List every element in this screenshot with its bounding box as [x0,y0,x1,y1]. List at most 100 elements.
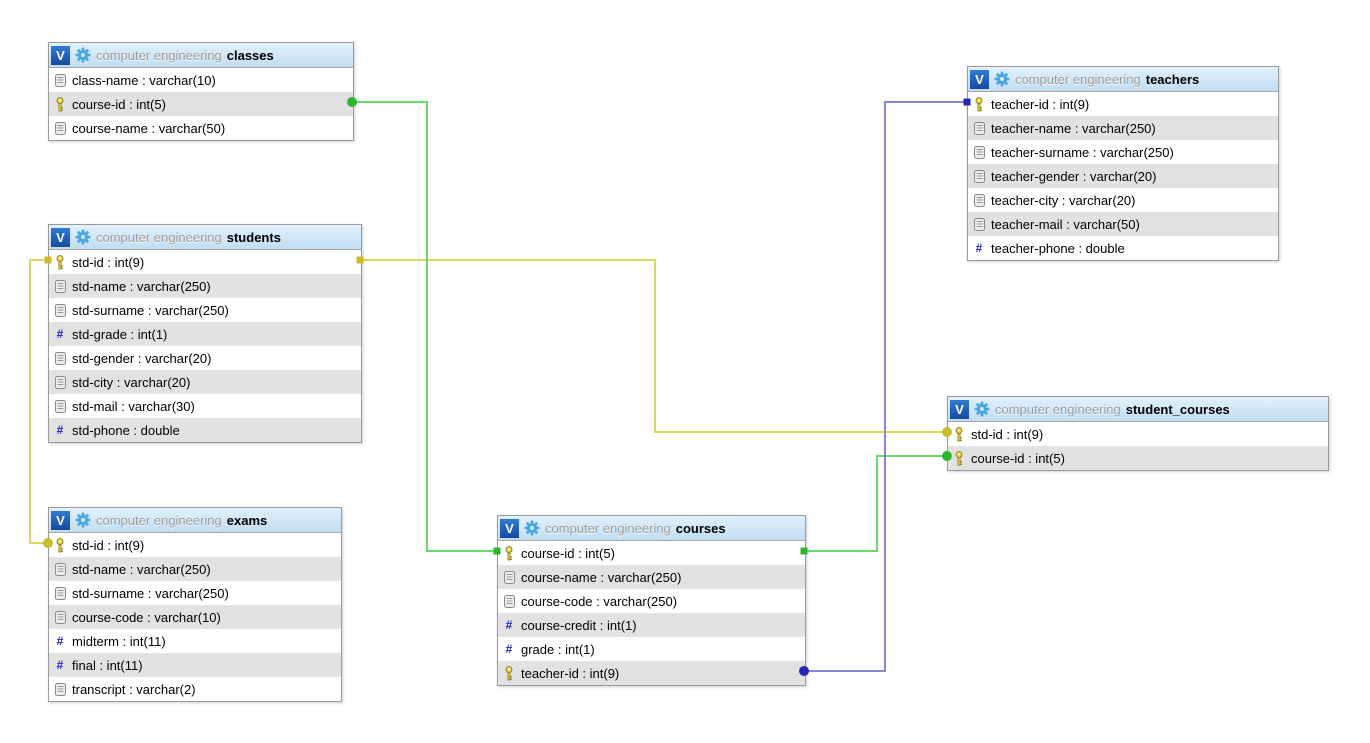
column-row[interactable]: teacher-name : varchar(250) [968,116,1278,140]
table-name: teachers [1145,71,1200,87]
text-icon [503,594,515,608]
column-row[interactable]: teacher-id : int(9) [968,92,1278,116]
schema-label: computer engineering [545,520,671,536]
text-icon [54,610,66,624]
column-row[interactable]: std-id : int(9) [49,250,361,274]
column-row[interactable]: teacher-id : int(9) [498,661,805,685]
column-label: std-mail : varchar(30) [72,398,195,414]
table-card-exams[interactable]: V computer engineering exams std-id : in… [48,507,342,702]
text-icon [54,399,66,413]
numeric-icon: # [975,241,983,255]
text-icon [54,351,66,365]
view-badge-icon[interactable]: V [500,518,519,538]
key-icon [973,96,985,112]
column-row[interactable]: std-name : varchar(250) [49,557,341,581]
text-icon [503,570,515,584]
column-row[interactable]: transcript : varchar(2) [49,677,341,701]
column-row[interactable]: teacher-mail : varchar(50) [968,212,1278,236]
view-badge-icon[interactable]: V [51,45,70,65]
table-card-students[interactable]: V computer engineering students std-id :… [48,224,362,443]
schema-label: computer engineering [96,229,222,245]
view-badge-icon[interactable]: V [51,227,70,247]
column-row[interactable]: # midterm : int(11) [49,629,341,653]
column-row[interactable]: std-name : varchar(250) [49,274,361,298]
column-row[interactable]: # teacher-phone : double [968,236,1278,260]
column-label: std-name : varchar(250) [72,278,211,294]
gear-icon[interactable] [974,401,990,417]
column-label: class-name : varchar(10) [72,72,216,88]
column-row[interactable]: teacher-surname : varchar(250) [968,140,1278,164]
column-label: course-code : varchar(10) [72,609,221,625]
text-icon [54,303,66,317]
key-icon [953,426,965,442]
table-card-teachers[interactable]: V computer engineering teachers teacher-… [967,66,1279,261]
gear-icon[interactable] [524,520,540,536]
table-header[interactable]: V computer engineering exams [49,508,341,533]
text-icon [973,145,985,159]
column-row[interactable]: std-mail : varchar(30) [49,394,361,418]
column-label: std-surname : varchar(250) [72,302,229,318]
view-badge-icon[interactable]: V [950,399,969,419]
text-icon [54,279,66,293]
numeric-icon: # [505,618,513,632]
table-header[interactable]: V computer engineering courses [498,516,805,541]
column-row[interactable]: std-city : varchar(20) [49,370,361,394]
column-label: std-id : int(9) [971,426,1044,442]
table-header[interactable]: V computer engineering teachers [968,67,1278,92]
column-row[interactable]: std-gender : varchar(20) [49,346,361,370]
column-row[interactable]: class-name : varchar(10) [49,68,353,92]
column-row[interactable]: # final : int(11) [49,653,341,677]
column-label: teacher-mail : varchar(50) [991,216,1140,232]
numeric-icon: # [56,327,64,341]
column-row[interactable]: course-id : int(5) [948,446,1328,470]
table-header[interactable]: V computer engineering student_courses [948,397,1328,422]
column-label: teacher-surname : varchar(250) [991,144,1174,160]
column-row[interactable]: course-id : int(5) [49,92,353,116]
column-row[interactable]: course-id : int(5) [498,541,805,565]
relation-line-students-student_courses[interactable] [360,259,947,433]
column-row[interactable]: std-surname : varchar(250) [49,581,341,605]
view-badge-icon[interactable]: V [970,69,989,89]
relation-line-teachers-courses[interactable] [804,101,967,672]
column-label: std-id : int(9) [72,254,145,270]
column-row[interactable]: # grade : int(1) [498,637,805,661]
column-row[interactable]: teacher-city : varchar(20) [968,188,1278,212]
text-icon [54,682,66,696]
column-label: course-name : varchar(50) [72,120,226,136]
view-badge-icon[interactable]: V [51,510,70,530]
relation-line-classes-courses[interactable] [352,101,497,552]
key-icon [54,254,66,270]
column-label: grade : int(1) [521,641,595,657]
gear-icon[interactable] [994,71,1010,87]
table-header[interactable]: V computer engineering classes [49,43,353,68]
relation-line-students-exams[interactable] [29,259,48,544]
column-row[interactable]: # std-phone : double [49,418,361,442]
column-row[interactable]: # course-credit : int(1) [498,613,805,637]
key-icon [54,537,66,553]
gear-icon[interactable] [75,229,91,245]
column-row[interactable]: course-name : varchar(250) [498,565,805,589]
column-row[interactable]: teacher-gender : varchar(20) [968,164,1278,188]
key-icon [953,450,965,466]
table-header[interactable]: V computer engineering students [49,225,361,250]
column-label: midterm : int(11) [72,633,166,649]
gear-icon[interactable] [75,47,91,63]
column-row[interactable]: course-code : varchar(250) [498,589,805,613]
numeric-icon: # [56,423,64,437]
column-row[interactable]: std-id : int(9) [49,533,341,557]
table-card-classes[interactable]: V computer engineering classes class-nam… [48,42,354,141]
relation-line-courses-student_courses[interactable] [804,455,947,552]
column-row[interactable]: std-surname : varchar(250) [49,298,361,322]
schema-label: computer engineering [1015,71,1141,87]
column-row[interactable]: # std-grade : int(1) [49,322,361,346]
key-icon [503,545,515,561]
column-row[interactable]: course-code : varchar(10) [49,605,341,629]
column-label: course-id : int(5) [72,96,166,112]
column-row[interactable]: std-id : int(9) [948,422,1328,446]
column-row[interactable]: course-name : varchar(50) [49,116,353,140]
table-card-student_courses[interactable]: V computer engineering student_courses s… [947,396,1329,471]
column-label: std-surname : varchar(250) [72,585,229,601]
gear-icon[interactable] [75,512,91,528]
table-card-courses[interactable]: V computer engineering courses course-id… [497,515,806,686]
